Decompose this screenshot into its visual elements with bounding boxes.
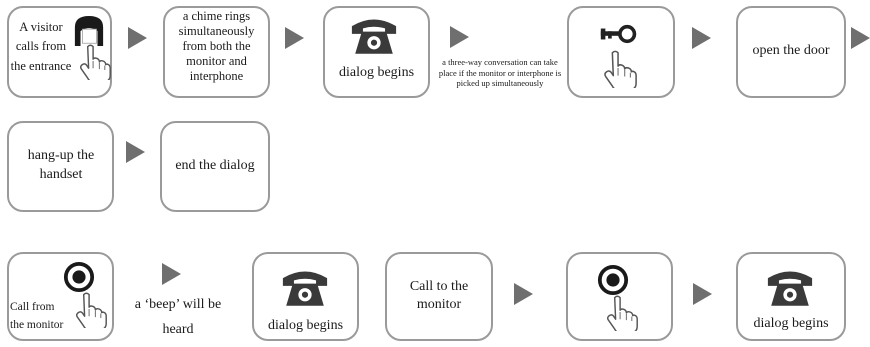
key-icon [599, 24, 639, 44]
step-hang-up [7, 121, 114, 212]
arrow-right-icon [514, 283, 533, 305]
arrow-right-icon [128, 27, 147, 49]
telephone-icon [349, 14, 399, 56]
call-button-icon [597, 264, 629, 296]
step-open-door-label: open the door [752, 43, 830, 58]
step-chime-rings [163, 6, 270, 98]
step-visitor-calls-label: A visitor calls from the entrance [10, 20, 72, 73]
step-call-to-monitor [385, 252, 493, 341]
pointing-hand-icon [76, 42, 112, 80]
step-end-dialog [160, 121, 270, 212]
step-call-to-monitor-label: Call to the monitor [409, 279, 469, 313]
three-way-note: a three-way conversation can take place … [438, 57, 562, 89]
pointing-hand-icon [600, 48, 638, 88]
step-open-door [736, 6, 846, 98]
arrow-right-icon [851, 27, 870, 49]
arrow-right-icon [693, 283, 712, 305]
telephone-icon [280, 266, 330, 308]
step-hang-up-label: hang-up the handset [27, 148, 95, 182]
pointing-hand-icon [72, 290, 108, 328]
step-end-dialog-label: end the dialog [175, 158, 255, 173]
step-dialog-begins-label: dialog begins [338, 65, 415, 80]
step-chime-rings-label: a chime rings simultaneously from both t… [178, 9, 255, 83]
beep-note: a ‘beep’ will be heard [134, 297, 222, 337]
pointing-hand-icon [603, 293, 639, 331]
arrow-right-icon [285, 27, 304, 49]
arrow-right-icon [450, 26, 469, 48]
arrow-right-icon [126, 141, 145, 163]
step-call-from-monitor-label: Call from the monitor [10, 301, 64, 332]
arrow-right-icon [162, 263, 181, 285]
step-dialog-begins-2-label: dialog begins [267, 318, 344, 333]
arrow-right-icon [692, 27, 711, 49]
telephone-icon [765, 266, 815, 308]
step-dialog-begins-3-label: dialog begins [753, 316, 829, 331]
call-button-icon [63, 261, 95, 293]
